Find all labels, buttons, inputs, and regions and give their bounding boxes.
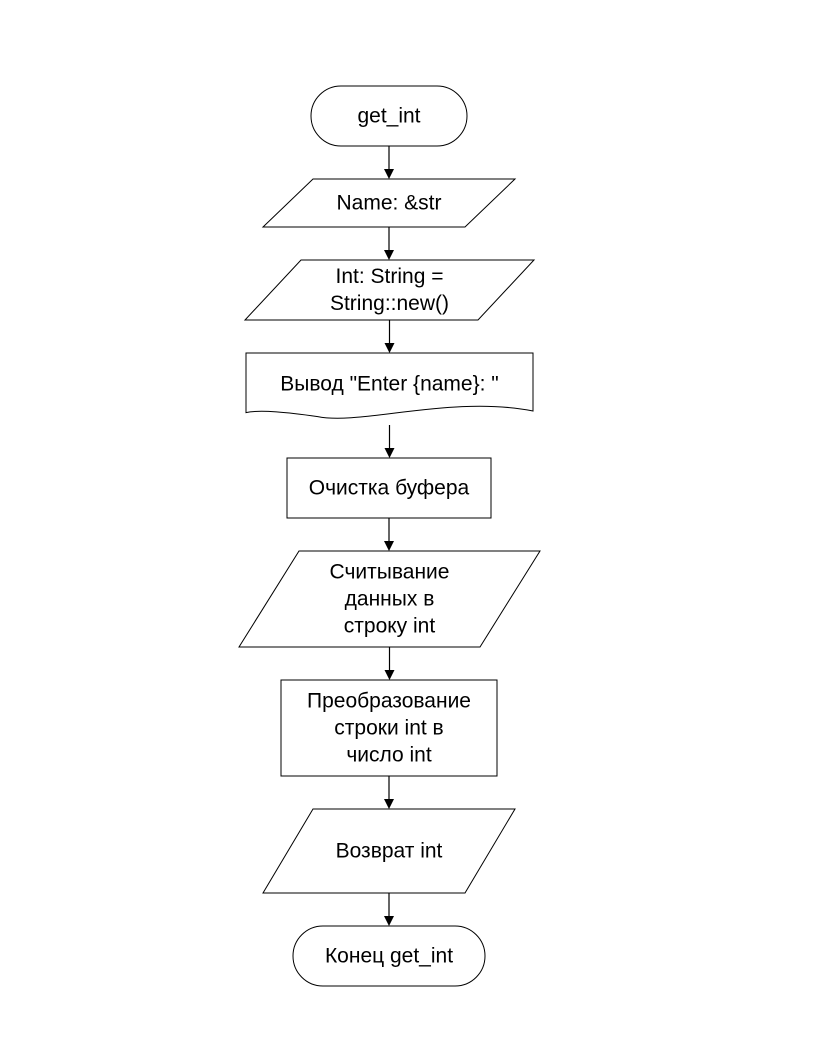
node-label: данных в bbox=[345, 588, 435, 611]
node-end: Конец get_int bbox=[292, 925, 486, 987]
data-io-shape bbox=[261, 178, 517, 228]
node-flush-buffer: Очистка буфера bbox=[286, 457, 492, 519]
process-shape bbox=[280, 679, 498, 777]
data-io-shape bbox=[243, 259, 536, 321]
node-label: Вывод "Enter {name}: " bbox=[280, 373, 499, 396]
node-label: Очистка буфера bbox=[309, 477, 470, 500]
connector-arrow bbox=[384, 320, 395, 353]
connector-arrow bbox=[384, 146, 394, 179]
node-label: String::new() bbox=[330, 292, 449, 315]
node-output-prompt: Вывод "Enter {name}: " bbox=[245, 352, 534, 419]
connector-arrow bbox=[384, 647, 395, 680]
node-label: Преобразование bbox=[307, 690, 471, 713]
node-start: get_int bbox=[310, 85, 468, 147]
node-parse-int: Преобразование строки int в число int bbox=[280, 679, 498, 777]
arrowhead-icon bbox=[384, 250, 394, 260]
arrowhead-icon bbox=[384, 670, 395, 680]
connector-arrow bbox=[384, 893, 394, 926]
process-shape bbox=[286, 457, 492, 519]
document-shape bbox=[245, 352, 534, 419]
connector-arrow bbox=[384, 776, 394, 809]
node-return-int: Возврат int bbox=[262, 808, 516, 894]
node-param-name: Name: &str bbox=[261, 178, 517, 228]
node-read-input: Считывание данных в строку int bbox=[238, 550, 541, 648]
node-label: строки int в bbox=[334, 717, 443, 740]
node-label: get_int bbox=[357, 105, 420, 128]
node-var-int: Int: String =String::new() bbox=[243, 259, 536, 321]
arrowhead-icon bbox=[384, 916, 394, 926]
connector-arrow bbox=[384, 518, 394, 551]
node-label: Считывание bbox=[330, 561, 450, 584]
node-label: Возврат int bbox=[336, 840, 443, 863]
node-label: Int: String = bbox=[336, 265, 444, 288]
node-label: число int bbox=[346, 744, 432, 767]
node-label: Конец get_int bbox=[325, 945, 453, 968]
connector-arrow bbox=[384, 227, 394, 260]
arrowhead-icon bbox=[384, 799, 394, 809]
arrowhead-icon bbox=[384, 541, 394, 551]
arrowhead-icon bbox=[384, 343, 395, 353]
node-label: Name: &str bbox=[336, 192, 441, 215]
connector-arrow bbox=[384, 425, 395, 458]
data-io-shape bbox=[262, 808, 516, 894]
arrowhead-icon bbox=[384, 169, 394, 179]
node-label: строку int bbox=[344, 615, 436, 638]
data-io-shape bbox=[238, 550, 541, 648]
arrowhead-icon bbox=[384, 448, 395, 458]
